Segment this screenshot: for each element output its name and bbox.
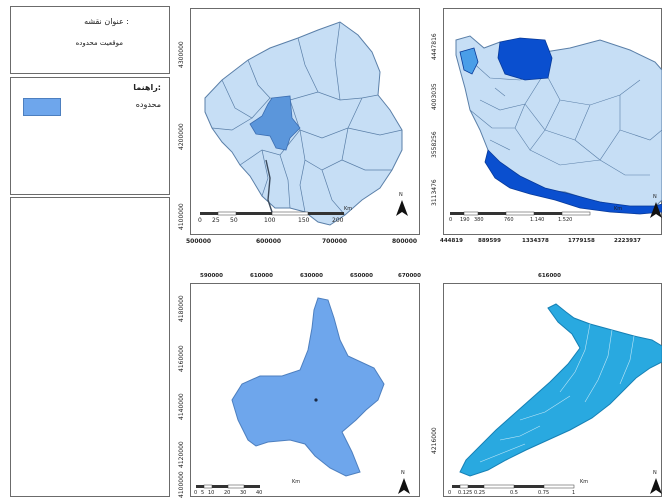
province-river [265,159,273,213]
province-scale-label: 50 [230,217,238,224]
county-scale-label: 5 [201,490,205,496]
county-boundary [231,297,385,477]
map-title-label: عنوان نقشه : [84,17,129,26]
county-scale-label: 30 [240,490,247,496]
iran-highlight-south [484,149,662,215]
legend-empty-column [10,197,170,497]
iran-highlight-west [459,47,479,75]
county-scale-label: 40 [256,490,263,496]
iran-scale-label: 190 [460,217,470,223]
county-x-tick: 610000 [250,273,273,279]
county-scale-bar [196,484,260,489]
legend-swatch-area [23,98,61,116]
city-scale-unit: Km [580,479,589,485]
province-x-tick: 700000 [322,238,348,245]
county-north-arrow [398,478,410,494]
iran-province-lines [469,59,662,176]
iran-north-label: N [653,194,657,200]
city-scale-label: 0.5 [510,490,518,496]
map-title-value: موقعیت محدوده [75,39,123,47]
province-x-tick: 600000 [256,238,282,245]
province-county-lines [211,21,403,216]
county-scale-label: 0 [194,490,198,496]
iran-x-tick: 1779158 [568,238,595,244]
city-y-tick: 4216000 [431,427,438,454]
city-north-arrow [650,478,662,494]
city-scale-bar [452,484,575,489]
county-x-tick: 670000 [398,273,421,279]
legend-title: راهنما: [133,83,161,92]
city-scale-label: 1 [572,490,576,496]
province-scale-label: 100 [264,217,276,224]
city-north-label: N [653,470,657,476]
province-x-tick: 500000 [186,238,212,245]
city-boundary [459,303,662,477]
city-scale-label: 0.75 [538,490,550,496]
iran-scale-bar [450,211,591,216]
county-north-label: N [401,470,405,476]
map-legend-panel: راهنما: محدوده [10,77,170,195]
province-north-arrow [396,200,408,216]
iran-scale-label: 0 [449,217,453,223]
province-scale-label: 25 [212,217,220,224]
province-scale-bar [200,211,344,216]
map-title-panel: عنوان نقشه : موقعیت محدوده [10,6,170,74]
iran-north-arrow [650,202,662,218]
county-x-tick: 630000 [300,273,323,279]
iran-x-tick: 889599 [478,238,501,244]
county-city-point [314,398,318,402]
iran-scale-label: 380 [474,217,484,223]
city-district-lines [479,323,635,463]
county-scale-label: 10 [208,490,215,496]
iran-x-tick: 1334378 [522,238,549,244]
province-scale-unit: Km [344,206,353,212]
iran-scale-unit: Km [614,206,623,212]
iran-x-tick: 444819 [440,238,463,244]
city-scale-label: 0 [448,490,452,496]
county-scale-unit: Km [292,479,301,485]
province-north-label: N [399,192,403,198]
iran-scale-label: 1.140 [530,217,545,223]
province-scale-label: 200 [332,217,344,224]
county-scale-label: 20 [224,490,231,496]
iran-x-tick: 2223937 [614,238,641,244]
province-highlight-county [249,95,301,151]
iran-scale-label: 1.520 [558,217,573,223]
legend-item-label: محدوده [135,100,161,109]
province-x-tick: 800000 [392,238,418,245]
city-scale-label: 0.125 [458,490,473,496]
iran-highlight-north [497,37,553,81]
iran-scale-label: 760 [504,217,514,223]
province-scale-label: 0 [198,217,202,224]
county-x-tick: 590000 [200,273,223,279]
city-scale-label: 0.25 [474,490,486,496]
province-scale-label: 150 [298,217,310,224]
county-x-tick: 650000 [350,273,373,279]
city-x-tick: 616000 [538,273,561,279]
